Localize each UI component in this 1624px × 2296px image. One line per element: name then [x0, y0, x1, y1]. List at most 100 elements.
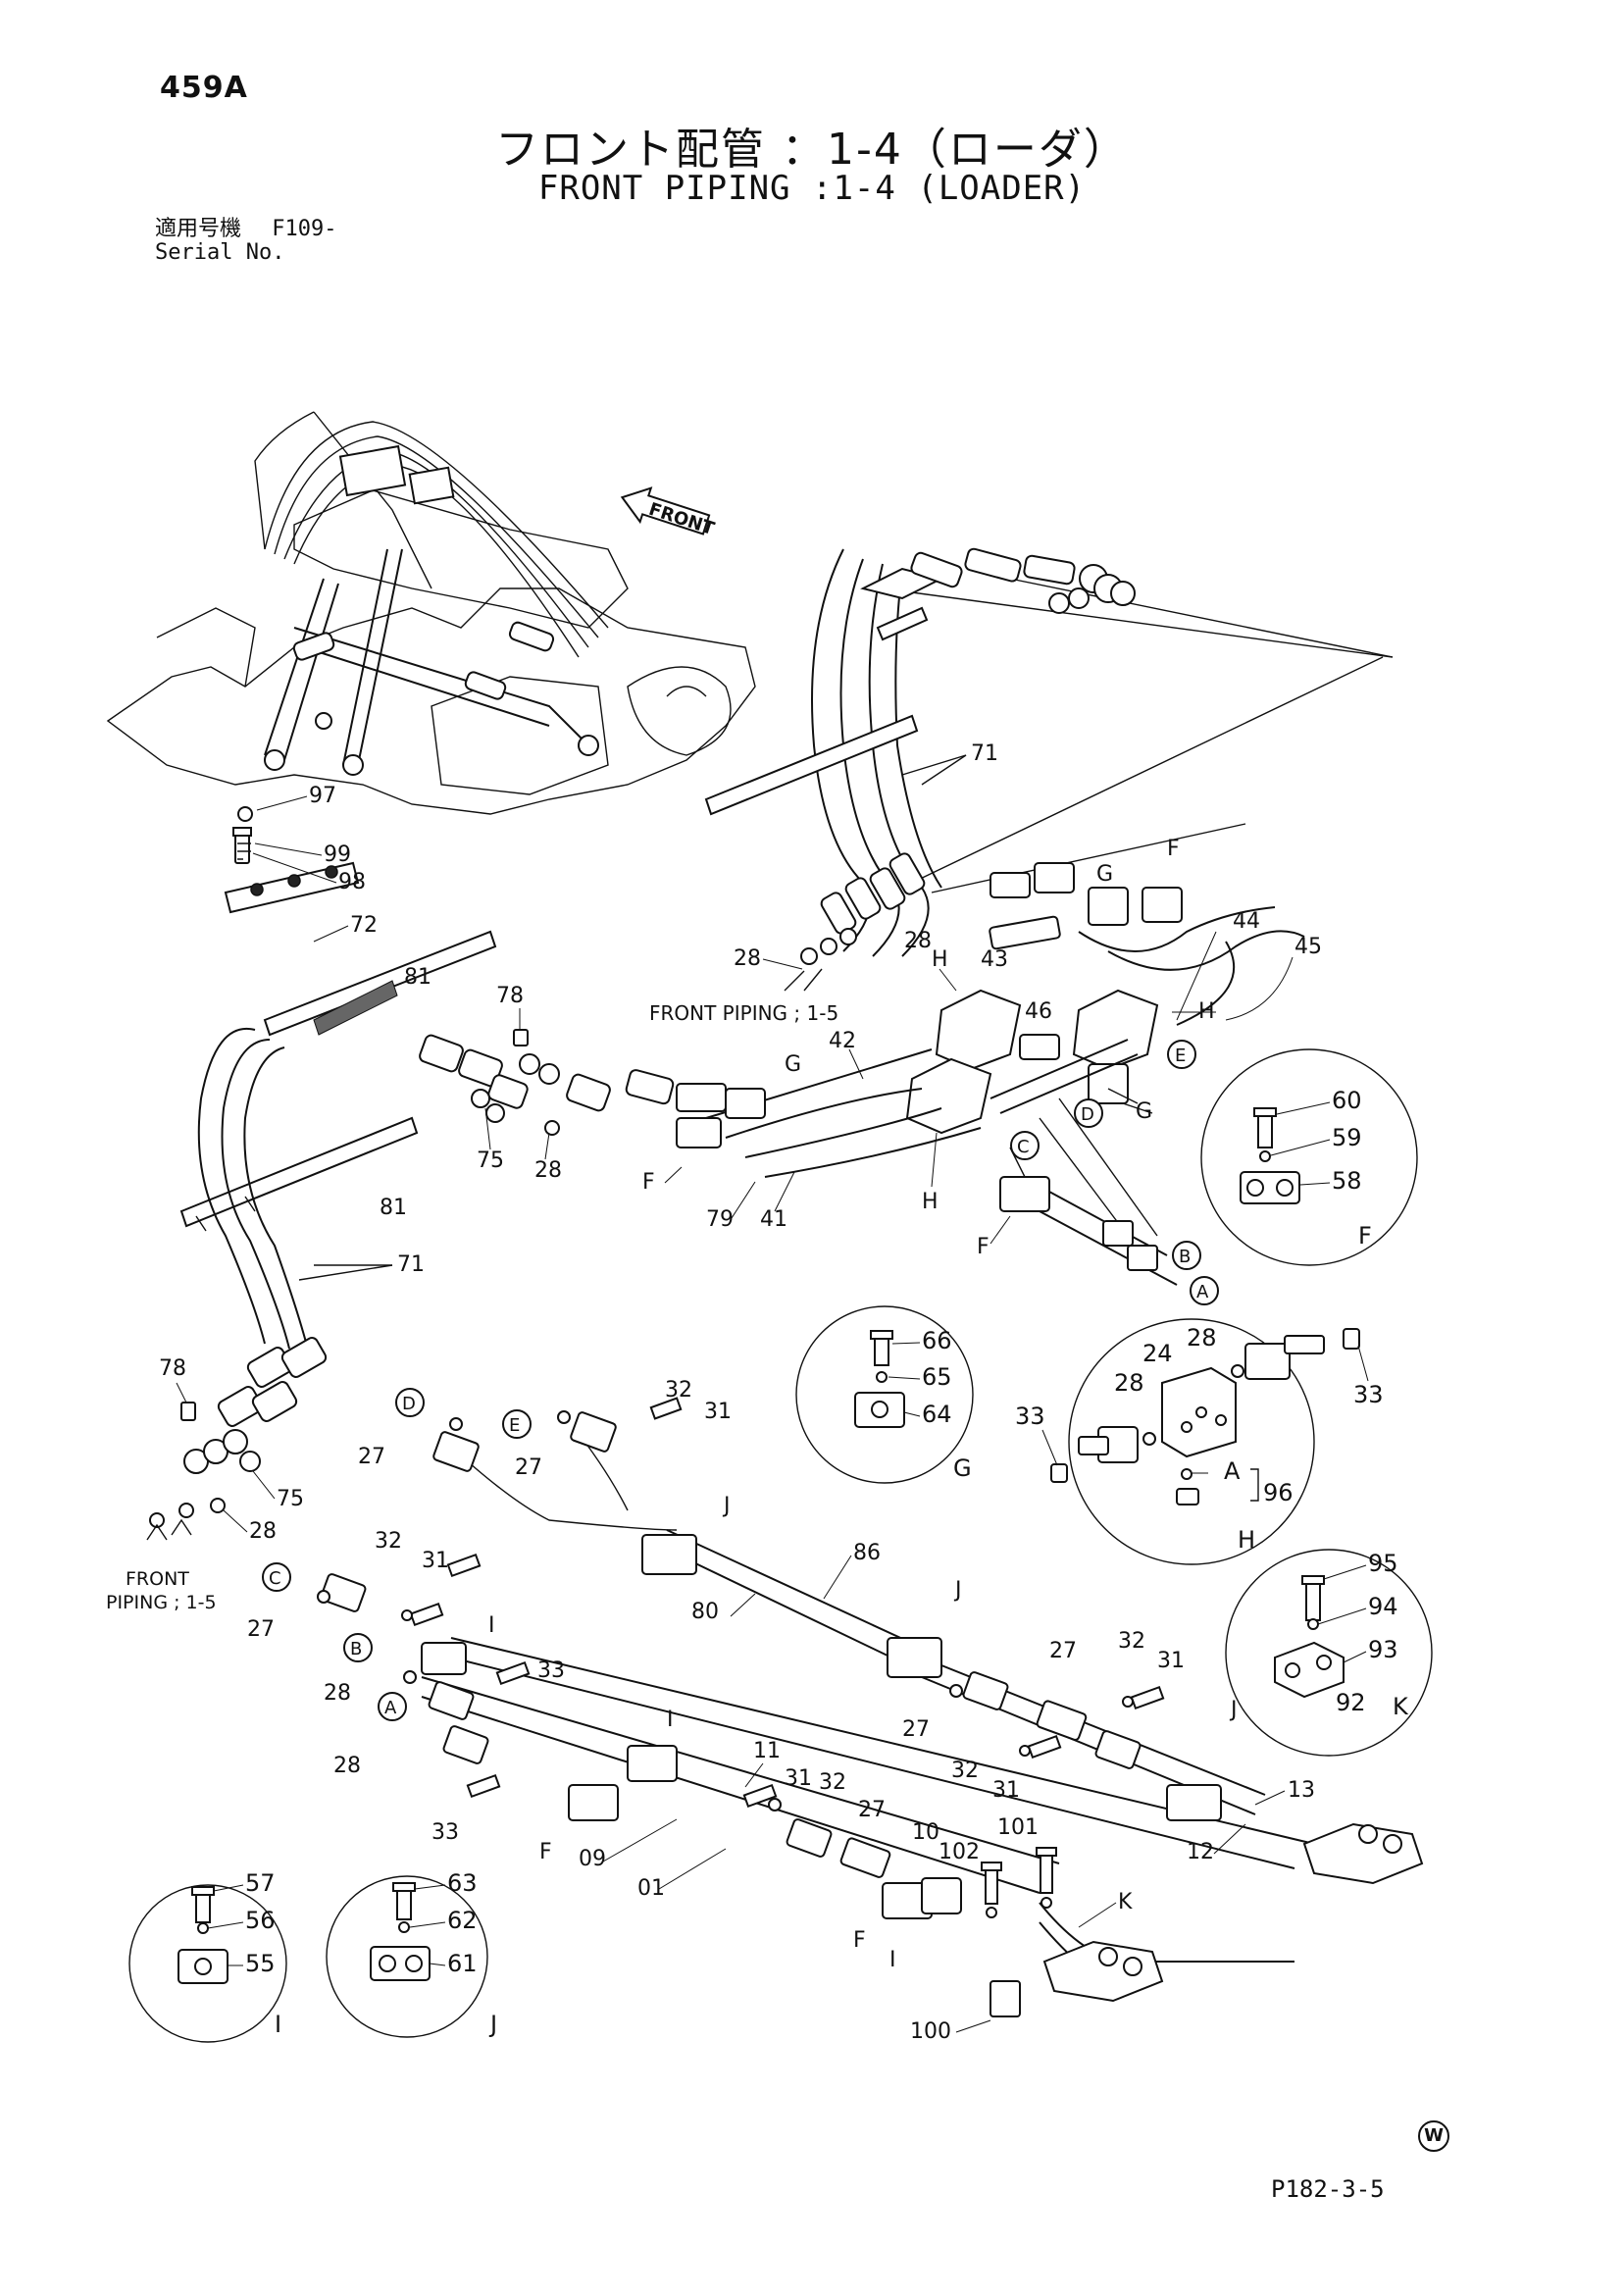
detail-H-part-24: 24 — [1142, 1340, 1173, 1367]
cross-ref-front-piping-2b: PIPING ; 1-5 — [106, 1592, 217, 1613]
title-english: FRONT PIPING :1-4 (LOADER) — [537, 169, 1087, 208]
svg-text:C: C — [269, 1568, 281, 1589]
callout-28-f: 28 — [333, 1754, 361, 1778]
detail-view-H — [1050, 1318, 1360, 1565]
circle-ref-B-lower: B — [343, 1633, 373, 1662]
cross-ref-front-piping-2a: FRONT — [126, 1568, 189, 1590]
detail-J-part-62: 62 — [447, 1907, 478, 1934]
detail-H-part-28b: 28 — [1114, 1369, 1144, 1397]
callout-J-2: J — [953, 1578, 962, 1603]
callout-F-4: F — [539, 1840, 552, 1864]
callout-27-c: 27 — [247, 1617, 275, 1642]
detail-H-part-28a: 28 — [1187, 1324, 1217, 1352]
detail-F-part-58: 58 — [1332, 1167, 1362, 1195]
callout-101: 101 — [997, 1815, 1039, 1840]
detail-view-J — [326, 1875, 488, 2038]
callout-H-3: H — [922, 1190, 939, 1214]
detail-K-part-95: 95 — [1368, 1550, 1398, 1577]
svg-text:E: E — [509, 1415, 520, 1436]
callout-28-b: 28 — [904, 929, 932, 953]
callout-80: 80 — [691, 1600, 719, 1624]
callout-81-top: 81 — [404, 965, 431, 990]
callout-I-2: I — [667, 1708, 674, 1732]
callout-J-3: J — [1229, 1698, 1238, 1722]
circle-ref-D-lower: D — [395, 1388, 425, 1417]
callout-28-d: 28 — [249, 1519, 277, 1544]
callout-31-c: 31 — [785, 1766, 812, 1791]
callout-31-e: 31 — [992, 1778, 1020, 1803]
callout-J-1: J — [722, 1494, 731, 1518]
page-code: P182-3-5 — [1271, 2175, 1385, 2203]
callout-28-c: 28 — [534, 1158, 562, 1183]
left-middle-assembly — [179, 806, 766, 1354]
callout-11: 11 — [753, 1739, 781, 1763]
callout-46: 46 — [1025, 999, 1052, 1024]
detail-H-ref-A: A — [1224, 1457, 1241, 1485]
page-number: 459A — [160, 71, 248, 105]
lower-left-fittings — [146, 1337, 328, 1541]
callout-32-c: 32 — [819, 1770, 846, 1795]
callout-33-b: 33 — [431, 1820, 459, 1845]
callout-H-1: H — [932, 947, 948, 972]
circle-ref-A-upper: A — [1190, 1276, 1219, 1305]
callout-32-d: 32 — [1118, 1629, 1145, 1654]
callout-44: 44 — [1233, 909, 1260, 934]
callout-32-b: 32 — [375, 1529, 402, 1554]
callout-99: 99 — [324, 842, 351, 867]
callout-98: 98 — [338, 870, 366, 894]
callout-72: 72 — [350, 913, 378, 938]
callout-32-a: 32 — [665, 1378, 692, 1403]
lower-piping-assembly — [317, 1397, 1424, 2017]
callout-102: 102 — [939, 1840, 980, 1864]
serial-label-en: Serial No. — [155, 240, 285, 265]
detail-K-part-94: 94 — [1368, 1593, 1398, 1620]
middle-manifold — [705, 989, 1159, 1237]
detail-J-letter: J — [488, 2011, 497, 2038]
callout-27-b: 27 — [515, 1455, 542, 1480]
detail-view-K — [1225, 1549, 1433, 1757]
callout-31-a: 31 — [704, 1400, 732, 1424]
callout-G-1: G — [1096, 862, 1113, 887]
callout-09: 09 — [579, 1847, 606, 1871]
callout-F-5: F — [853, 1928, 866, 1953]
detail-H-letter: H — [1238, 1526, 1255, 1554]
callout-I-3: I — [889, 1948, 896, 1972]
detail-G-letter: G — [953, 1454, 972, 1482]
detail-K-part-92: 92 — [1336, 1689, 1366, 1716]
serial-label-jp: 適用号機 — [155, 217, 242, 241]
callout-27-d: 27 — [858, 1798, 886, 1822]
detail-F-part-59: 59 — [1332, 1124, 1362, 1151]
circle-ref-D-upper: D — [1074, 1098, 1103, 1128]
callout-I-1: I — [488, 1613, 495, 1638]
upper-hose-bundle — [704, 547, 1394, 957]
svg-text:D: D — [1081, 1104, 1094, 1125]
callout-75-top: 75 — [477, 1148, 504, 1173]
callout-81-bottom: 81 — [380, 1196, 407, 1220]
detail-I-part-57: 57 — [245, 1869, 276, 1897]
circle-ref-E-lower: E — [502, 1409, 532, 1439]
svg-text:E: E — [1175, 1046, 1186, 1066]
circle-ref-E-upper: E — [1167, 1040, 1196, 1069]
serial-info: 適用号機 F109- Serial No. — [155, 218, 337, 265]
lower-clamp-F — [999, 1176, 1178, 1286]
manufacturer-mark: W — [1418, 2120, 1449, 2152]
callout-78-top: 78 — [496, 984, 524, 1008]
detail-K-letter: K — [1393, 1693, 1409, 1720]
detail-F-letter: F — [1358, 1222, 1372, 1250]
detail-view-F — [1200, 1048, 1418, 1266]
callout-32-e: 32 — [951, 1759, 979, 1783]
circle-ref-C-upper: C — [1010, 1131, 1040, 1160]
svg-text:B: B — [1179, 1247, 1191, 1267]
callout-97: 97 — [309, 784, 336, 808]
callout-86: 86 — [853, 1541, 881, 1565]
callout-G-3: G — [1136, 1099, 1152, 1124]
upper-right-assembly — [931, 823, 1305, 1026]
callout-27-e: 27 — [1049, 1639, 1077, 1663]
circle-ref-C-lower: C — [262, 1562, 291, 1592]
detail-H-part-33a: 33 — [1015, 1403, 1045, 1430]
callout-42: 42 — [829, 1029, 856, 1053]
detail-I-letter: I — [275, 2011, 281, 2038]
svg-text:D: D — [402, 1394, 416, 1414]
callout-31-d: 31 — [1157, 1649, 1185, 1673]
